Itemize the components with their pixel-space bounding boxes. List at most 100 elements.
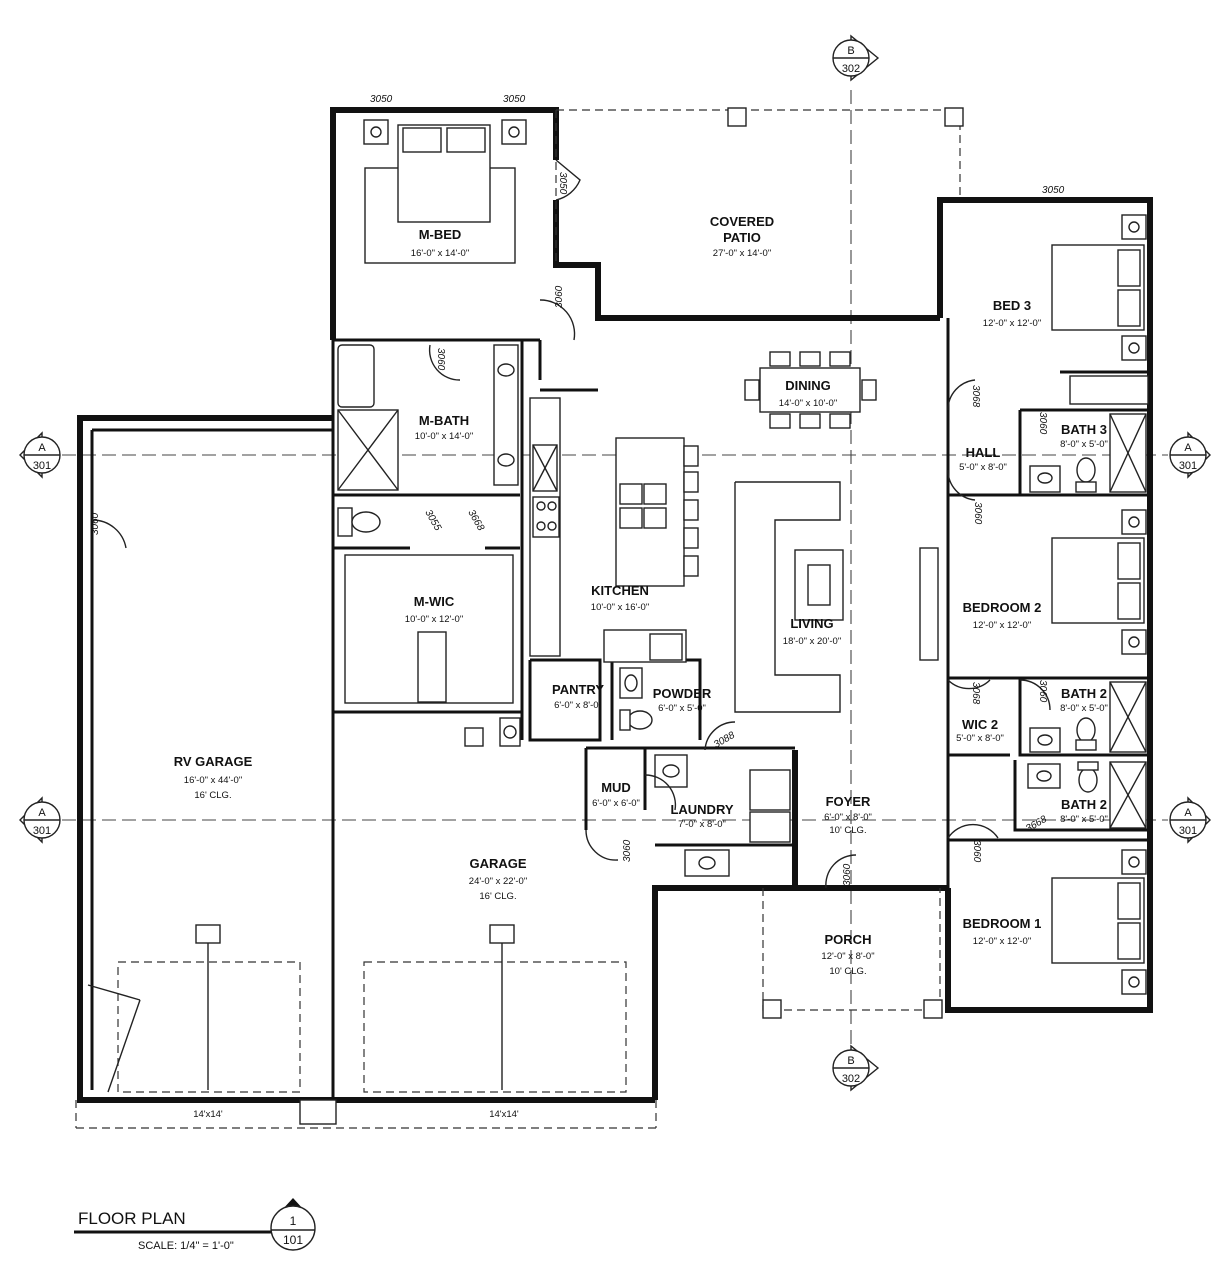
room-name-bath2a: BATH 2 (1061, 686, 1107, 701)
room-clg-foyer: 10' CLG. (829, 825, 866, 836)
section-marker-a-left-upper: A 301 (19, 431, 61, 479)
svg-text:301: 301 (1179, 460, 1197, 472)
window-tag: 3050 (503, 94, 526, 105)
room-dims-bath2a: 8'-0" x 5'-0" (1060, 703, 1108, 714)
room-name-powder: POWDER (653, 686, 712, 701)
door-tag: 3060 (1037, 412, 1048, 435)
room-clg-garage: 16' CLG. (479, 891, 516, 902)
svg-text:A: A (38, 807, 46, 819)
svg-text:A: A (1184, 442, 1192, 454)
door-tag: 3060 (1037, 680, 1048, 703)
room-dims-bath3: 8'-0" x 5'-0" (1060, 439, 1108, 450)
room-name-bedroom1: BEDROOM 1 (963, 916, 1042, 931)
door-tag: 3060 (90, 512, 101, 535)
room-labels: M-BED 16'-0" x 14'-0" COVERED PATIO 27'-… (174, 214, 1108, 977)
room-name-dining: DINING (785, 378, 831, 393)
room-name-living: LIVING (790, 616, 833, 631)
door-tag: 3060 (435, 348, 446, 371)
section-marker-b-top: B 302 (832, 34, 880, 82)
drawing-title: FLOOR PLAN (78, 1209, 186, 1228)
room-name-bath3: BATH 3 (1061, 422, 1107, 437)
door-tag: 3060 (842, 863, 853, 886)
room-name-kitchen: KITCHEN (591, 583, 649, 598)
drawing-number: 1 (290, 1214, 297, 1228)
room-clg-rvgarage: 16' CLG. (194, 790, 231, 801)
room-dims-rvgarage: 16'-0" x 44'-0" (184, 775, 242, 786)
door-tag: 3068 (970, 385, 981, 408)
svg-text:B: B (847, 45, 854, 57)
room-name-patio: COVERED (710, 214, 774, 229)
room-dims-kitchen: 10'-0" x 16'-0" (591, 602, 649, 613)
drawing-sheet: 101 (283, 1233, 303, 1247)
section-marker-a-right-upper: A 301 (1169, 431, 1211, 479)
room-name-laundry: LAUNDRY (670, 802, 733, 817)
room-dims-pantry: 6'-0" x 8'-0" (554, 700, 602, 711)
svg-text:302: 302 (842, 63, 860, 75)
section-marker-a-left-lower: A 301 (19, 796, 61, 844)
svg-text:A: A (1184, 807, 1192, 819)
room-dims-living: 18'-0" x 20'-0" (783, 636, 841, 647)
room-name-porch: PORCH (825, 932, 872, 947)
room-dims-bath2b: 8'-0" x 5'-0" (1060, 814, 1108, 825)
svg-text:301: 301 (1179, 825, 1197, 837)
room-name-bed3: BED 3 (993, 298, 1031, 313)
exterior-walls (75, 107, 1153, 1129)
door-tag: 3050 (557, 172, 568, 195)
room-name-wic2: WIC 2 (962, 717, 998, 732)
room-name-rvgarage: RV GARAGE (174, 754, 253, 769)
room-name-patio-2: PATIO (723, 230, 761, 245)
room-name-mwic: M-WIC (414, 594, 455, 609)
door-tag: 3060 (554, 285, 565, 308)
room-name-bath2b: BATH 2 (1061, 797, 1107, 812)
room-dims-bed3: 12'-0" x 12'-0" (983, 318, 1041, 329)
svg-text:B: B (847, 1055, 854, 1067)
garage-door-size: 14'x14' (193, 1109, 223, 1120)
room-dims-porch: 12'-0" x 8'-0" (821, 951, 874, 962)
room-name-garage: GARAGE (469, 856, 526, 871)
svg-text:A: A (38, 442, 46, 454)
door-tag: 3068 (970, 682, 981, 705)
door-tag: 3055 (422, 508, 443, 533)
fixtures (87, 119, 1149, 1093)
room-name-mbed: M-BED (419, 227, 462, 242)
door-tag: 3060 (622, 839, 633, 862)
room-dims-laundry: 7'-0" x 8'-0" (678, 819, 726, 830)
room-dims-powder: 6'-0" x 5'-0" (658, 703, 706, 714)
window-tag: 3050 (370, 94, 393, 105)
room-name-hall: HALL (966, 445, 1001, 460)
svg-text:301: 301 (33, 460, 51, 472)
title-block: FLOOR PLAN SCALE: 1/4" = 1'-0" 1 101 (74, 1198, 316, 1252)
room-name-mbath: M-BATH (419, 413, 469, 428)
room-name-foyer: FOYER (826, 794, 871, 809)
room-name-mud: MUD (601, 780, 631, 795)
section-marker-a-right-lower: A 301 (1169, 796, 1211, 844)
room-dims-wic2: 5'-0" x 8'-0" (956, 733, 1004, 744)
room-dims-mbath: 10'-0" x 14'-0" (415, 431, 473, 442)
room-dims-dining: 14'-0" x 10'-0" (779, 398, 837, 409)
room-dims-hall: 5'-0" x 8'-0" (959, 462, 1007, 473)
room-dims-mwic: 10'-0" x 12'-0" (405, 614, 463, 625)
opening-tags: 3050 3050 3050 3050 3060 3060 3060 3068 … (90, 94, 1065, 1120)
door-tag: 3060 (971, 840, 982, 863)
room-dims-mbed: 16'-0" x 14'-0" (411, 248, 469, 259)
room-dims-bedroom1: 12'-0" x 12'-0" (973, 936, 1031, 947)
interior-walls (333, 318, 1150, 1010)
section-marker-b-bottom: B 302 (832, 1044, 880, 1092)
room-dims-foyer: 6'-0" x 8'-0" (824, 812, 872, 823)
room-name-bedroom2: BEDROOM 2 (963, 600, 1042, 615)
garage-door-size: 14'x14' (489, 1109, 519, 1120)
room-dims-mud: 6'-0" x 6'-0" (592, 798, 640, 809)
room-clg-porch: 10' CLG. (829, 966, 866, 977)
svg-text:301: 301 (33, 825, 51, 837)
door-tag: 3668 (465, 508, 486, 533)
svg-text:302: 302 (842, 1073, 860, 1085)
room-dims-patio: 27'-0" x 14'-0" (713, 248, 771, 259)
window-tag: 3050 (1042, 185, 1065, 196)
drawing-scale: SCALE: 1/4" = 1'-0" (138, 1240, 234, 1252)
doors (91, 159, 1051, 889)
room-dims-bedroom2: 12'-0" x 12'-0" (973, 620, 1031, 631)
room-name-pantry: PANTRY (552, 682, 604, 697)
room-dims-garage: 24'-0" x 22'-0" (469, 876, 527, 887)
door-tag: 3060 (972, 502, 983, 525)
